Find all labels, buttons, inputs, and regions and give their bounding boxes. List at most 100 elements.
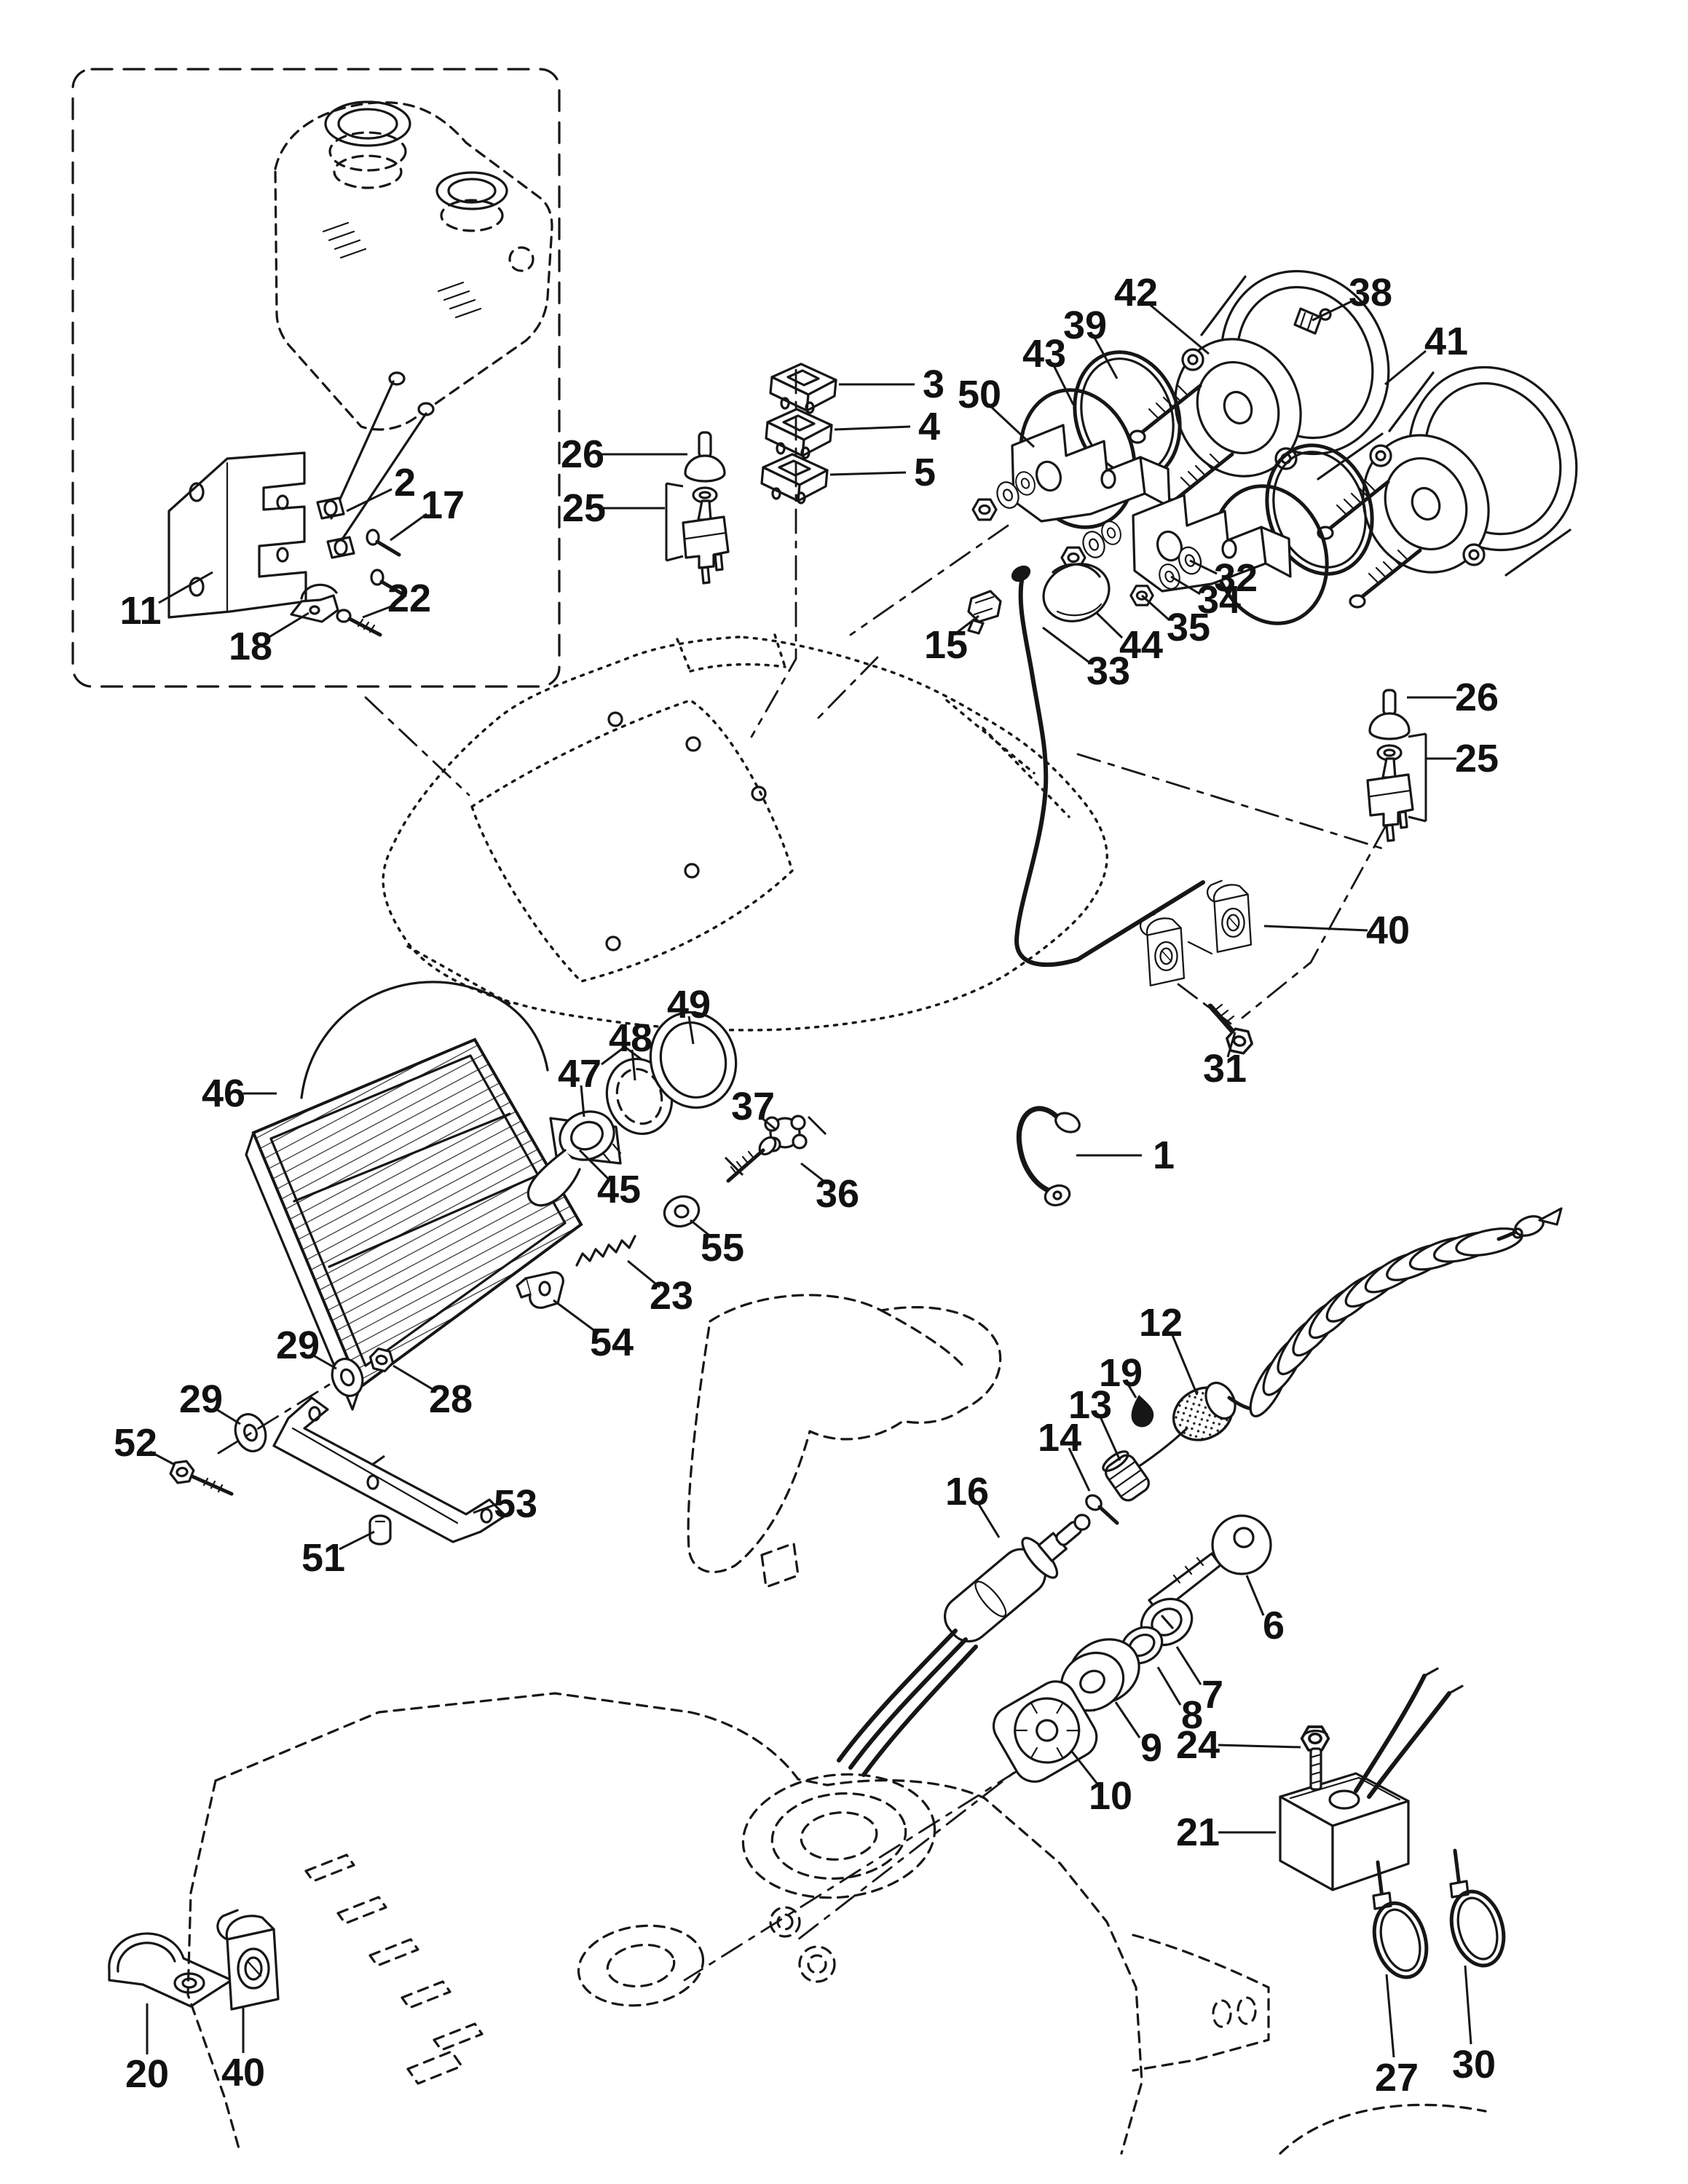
callout-22: 22 xyxy=(387,577,431,620)
lock-pad-10 xyxy=(992,1680,1098,1783)
leader-line-6 xyxy=(1245,1575,1265,1616)
callout-29: 29 xyxy=(276,1324,320,1367)
choke-cable xyxy=(1011,565,1205,968)
callout-30: 30 xyxy=(1452,2043,1496,2086)
callout-54: 54 xyxy=(590,1321,634,1364)
leader-line-18 xyxy=(267,612,309,639)
callout-33: 33 xyxy=(1086,649,1130,693)
callout-40: 40 xyxy=(221,2051,265,2094)
callout-53: 53 xyxy=(494,1482,537,1526)
callout-21: 21 xyxy=(1176,1811,1220,1854)
oil-tank-ghost xyxy=(274,100,553,544)
leader-line-43 xyxy=(1052,363,1075,405)
leader-line-54 xyxy=(553,1299,599,1335)
adjuster-washer xyxy=(663,1195,701,1228)
callout-15: 15 xyxy=(924,623,968,667)
leader-line-31 xyxy=(1226,1032,1237,1058)
bracket-washers xyxy=(217,1346,397,1457)
leader-line-48 xyxy=(631,1049,636,1081)
callout-26: 26 xyxy=(561,432,604,476)
relay-module xyxy=(1279,1667,1464,1891)
callout-7: 7 xyxy=(1202,1673,1223,1717)
callout-48: 48 xyxy=(609,1016,652,1060)
leader-line-9 xyxy=(1114,1701,1141,1738)
clip-screws xyxy=(366,529,407,598)
callout-47: 47 xyxy=(558,1052,602,1096)
leader-line-5 xyxy=(829,471,907,476)
callout-36: 36 xyxy=(816,1172,859,1216)
callout-2: 2 xyxy=(394,461,416,505)
leader-line-39 xyxy=(1092,336,1119,379)
callout-14: 14 xyxy=(1038,1416,1081,1460)
leader-line-36 xyxy=(800,1162,828,1185)
screw-14 xyxy=(1085,1494,1119,1525)
mount-bracket xyxy=(167,451,307,619)
leader-line-24 xyxy=(1218,1744,1301,1749)
bracket-grommet-51 xyxy=(368,1514,392,1546)
leader-line-42 xyxy=(1147,301,1210,355)
leader-line-49 xyxy=(687,1016,695,1045)
wire-clip-15 xyxy=(967,590,1002,635)
callout-55: 55 xyxy=(701,1226,744,1270)
leader-line-13 xyxy=(1098,1415,1121,1461)
callout-24: 24 xyxy=(1176,1723,1220,1767)
leader-line-12 xyxy=(1171,1334,1199,1396)
screw-31 xyxy=(1207,1003,1256,1056)
callout-1: 1 xyxy=(1153,1133,1175,1177)
callout-40: 40 xyxy=(1366,909,1410,952)
callout-27: 27 xyxy=(1375,2056,1419,2100)
callout-17: 17 xyxy=(421,483,465,527)
callout-5: 5 xyxy=(914,451,936,494)
callout-28: 28 xyxy=(429,1377,473,1421)
callout-25: 25 xyxy=(1455,737,1499,780)
rocker-switch-3 xyxy=(769,363,837,414)
leader-line-32 xyxy=(1189,559,1218,575)
leader-line-4 xyxy=(834,425,911,431)
callout-52: 52 xyxy=(114,1421,157,1465)
leader-line-23 xyxy=(627,1259,660,1289)
grommet-13 xyxy=(1102,1450,1150,1502)
water-drop-19 xyxy=(1131,1395,1154,1428)
saddle-clamp-20 xyxy=(108,1932,233,2008)
callout-45: 45 xyxy=(597,1168,641,1211)
callout-16: 16 xyxy=(945,1470,989,1514)
callout-25: 25 xyxy=(562,486,606,530)
callout-9: 9 xyxy=(1140,1726,1162,1770)
callout-13: 13 xyxy=(1068,1383,1112,1427)
leader-line-28 xyxy=(393,1364,435,1392)
leader-line-15 xyxy=(953,614,979,636)
callout-39: 39 xyxy=(1063,304,1107,347)
callout-23: 23 xyxy=(650,1274,693,1318)
callout-8: 8 xyxy=(1181,1693,1203,1737)
rocker-switch-5 xyxy=(760,453,829,505)
rocker-switch-4 xyxy=(765,408,833,459)
callout-44: 44 xyxy=(1119,623,1163,667)
callout-51: 51 xyxy=(301,1536,345,1580)
headlight-bulb xyxy=(526,1110,622,1207)
callout-3: 3 xyxy=(923,363,944,406)
callout-19: 19 xyxy=(1099,1351,1143,1395)
cable-clamps-40 xyxy=(1139,879,1253,1025)
leader-line-40 xyxy=(1263,925,1368,932)
leader-line-47 xyxy=(580,1085,585,1117)
callout-12: 12 xyxy=(1139,1301,1183,1345)
cable-clips xyxy=(316,496,355,559)
leader-line-30 xyxy=(1464,1965,1472,2045)
leader-line-16 xyxy=(976,1501,1001,1538)
callout-11: 11 xyxy=(119,589,161,633)
hood-ghost xyxy=(382,633,1108,1032)
callout-20: 20 xyxy=(125,2052,169,2096)
callout-31: 31 xyxy=(1203,1047,1247,1091)
leader-line-35 xyxy=(1140,594,1171,622)
cable-tie-30 xyxy=(1443,1851,1512,1971)
leader-line-29 xyxy=(213,1406,241,1425)
leader-line-41 xyxy=(1384,349,1427,386)
choke-cap xyxy=(1042,563,1111,622)
bracket-screw-52 xyxy=(167,1459,234,1496)
adjuster-spring xyxy=(575,1235,636,1267)
callout-38: 38 xyxy=(1349,271,1392,314)
leader-line-33 xyxy=(1042,626,1090,664)
leader-line-22 xyxy=(362,604,394,619)
hose-clamp xyxy=(290,583,339,623)
